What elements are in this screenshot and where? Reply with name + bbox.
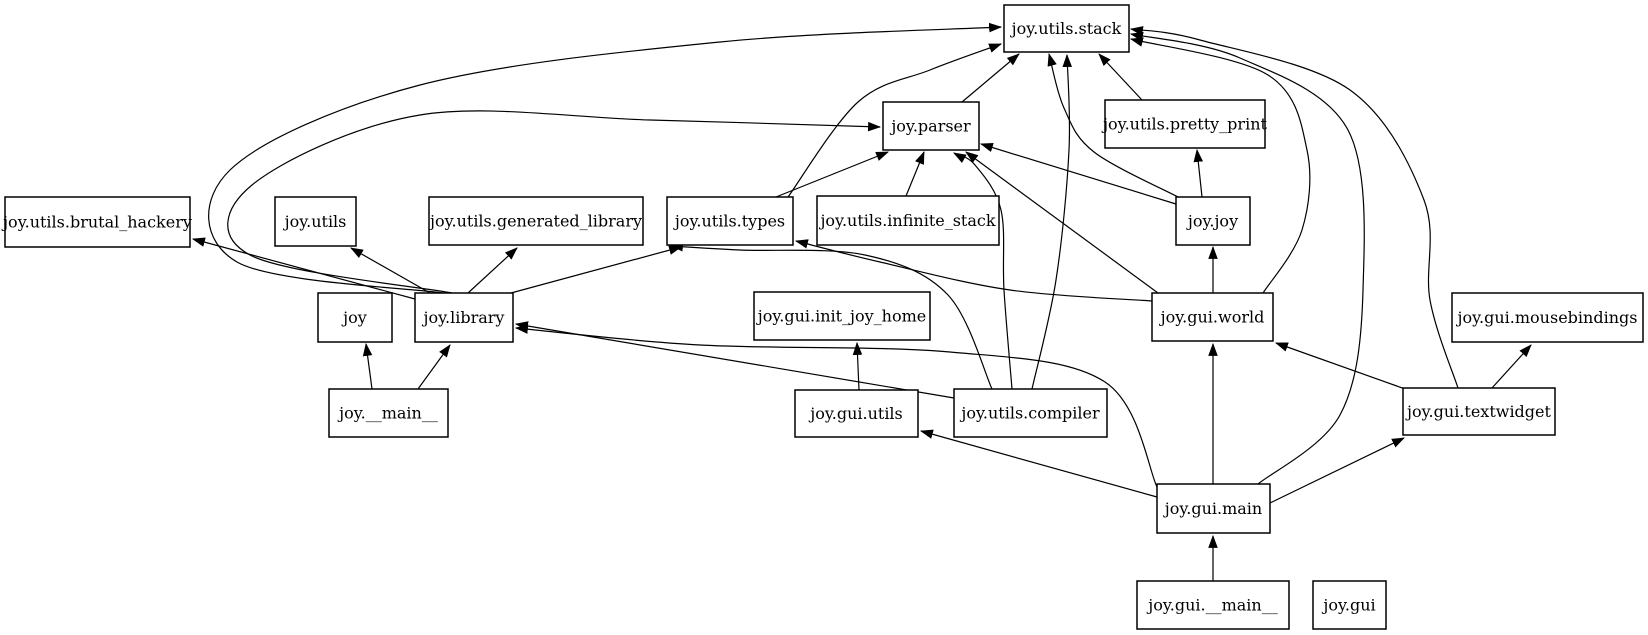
- edge-joy-library-to-joy-utils-brutal-hackery: [191, 237, 416, 300]
- node-box-joy: [317, 292, 393, 343]
- edge-joy-parser-to-joy-utils-stack: [961, 53, 1020, 103]
- edge-joy-library-to-joy-parser: [227, 110, 882, 294]
- node-box-joy-gui-world: [1151, 292, 1274, 342]
- node-joy-gui-main: joy.gui.main: [1156, 483, 1271, 534]
- node-joy-utils-infinite-stack: joy.utils.infinite_stack: [816, 195, 1000, 246]
- edge-joy-main-to-joy-library: [417, 344, 451, 390]
- node-label-joy-utils-infinite-stack: joy.utils.infinite_stack: [818, 211, 995, 230]
- node-label-joy-utils: joy.utils: [283, 212, 347, 231]
- node-box-joy-utils-infinite-stack: [816, 195, 1000, 246]
- edge-joy-utils-compiler-to-joy-library: [514, 321, 955, 399]
- node-box-joy-library: [414, 292, 514, 343]
- edge-joy-utils-compiler-to-joy-utils-types: [669, 241, 993, 390]
- edge-joy-joy-to-joy-utils-pretty-print: [1193, 148, 1204, 198]
- edge-joy-gui-textwidget-to-joy-gui-world: [1274, 342, 1409, 391]
- edge-joy-library-to-joy-utils-types: [510, 245, 683, 294]
- node-joy-library: joy.library: [414, 292, 514, 343]
- node-label-joy-gui-textwidget: joy.gui.textwidget: [1405, 402, 1551, 421]
- node-label-joy-gui-main: joy.gui.__main__: [1146, 596, 1277, 615]
- edge-joy-main-to-joy: [362, 342, 373, 390]
- node-label-joy-gui-utils: joy.gui.utils: [808, 404, 903, 423]
- edge-joy-utils-types-to-joy-parser: [775, 151, 890, 198]
- edge-joy-utils-types-to-joy-utils-stack: [787, 43, 1003, 198]
- node-box-joy-gui-mousebindings: [1451, 292, 1644, 343]
- edge-joy-gui-main-to-joy-library: [514, 324, 1158, 488]
- edge-joy-joy-to-joy-utils-stack: [1047, 52, 1179, 198]
- node-box-joy-joy: [1175, 196, 1251, 246]
- node-box-joy-utils-types: [666, 196, 794, 246]
- edge-joy-gui-main-to-joy-gui-utils: [919, 429, 1158, 498]
- node-label-joy-utils-brutal-hackery: joy.utils.brutal_hackery: [1, 213, 192, 232]
- edge-joy-library-to-joy-utils: [350, 247, 431, 294]
- edge-joy-gui-world-to-joy-utils-stack: [1129, 37, 1311, 294]
- edge-joy-gui-world-to-joy-parser: [965, 151, 1159, 294]
- node-box-joy-parser: [882, 101, 980, 151]
- edge-joy-gui-textwidget-to-joy-gui-mousebindings: [1491, 344, 1532, 389]
- node-label-joy-joy: joy.joy: [1186, 212, 1238, 231]
- node-box-joy-gui-main: [1156, 483, 1271, 534]
- node-box-joy-gui-main: [1136, 580, 1290, 630]
- node-box-joy-utils-stack: [1003, 4, 1130, 53]
- edge-joy-utils-infinite-stack-to-joy-parser: [905, 150, 925, 197]
- node-joy-utils-pretty-print: joy.utils.pretty_print: [1101, 99, 1268, 149]
- node-label-joy-utils-generated-library: joy.utils.generated_library: [428, 212, 642, 231]
- node-joy-gui-mousebindings: joy.gui.mousebindings: [1451, 292, 1644, 343]
- edge-joy-gui-textwidget-to-joy-utils-stack: [1129, 26, 1459, 389]
- node-joy-gui-world: joy.gui.world: [1151, 292, 1274, 342]
- node-box-joy-utils-generated-library: [428, 196, 644, 246]
- edge-joy-library-to-joy-utils-stack: [208, 22, 1003, 294]
- node-box-joy-main: [328, 388, 449, 438]
- node-joy-utils-types: joy.utils.types: [666, 196, 794, 246]
- node-joy-joy: joy.joy: [1175, 196, 1251, 246]
- node-label-joy-gui-world: joy.gui.world: [1159, 308, 1265, 327]
- edge-joy-gui-utils-to-joy-gui-init-joy-home: [852, 341, 863, 391]
- node-label-joy-gui-mousebindings: joy.gui.mousebindings: [1456, 308, 1638, 327]
- node-joy-utils-stack: joy.utils.stack: [1003, 4, 1130, 53]
- node-label-joy-main: joy.__main__: [337, 404, 438, 423]
- node-box-joy-utils: [274, 196, 357, 247]
- node-box-joy-utils-compiler: [953, 388, 1108, 438]
- edge-joy-gui-main-to-joy-gui-textwidget: [1269, 437, 1405, 504]
- node-box-joy-gui-init-joy-home: [753, 291, 931, 341]
- node-joy: joy: [317, 292, 393, 343]
- node-label-joy-utils-types: joy.utils.types: [673, 212, 785, 231]
- node-joy-utils-compiler: joy.utils.compiler: [953, 388, 1108, 438]
- node-joy-main: joy.__main__: [328, 388, 449, 438]
- node-label-joy-utils-compiler: joy.utils.compiler: [959, 404, 1100, 423]
- node-label-joy-utils-stack: joy.utils.stack: [1010, 19, 1122, 38]
- node-joy-gui: joy.gui: [1312, 580, 1387, 630]
- node-label-joy-utils-pretty-print: joy.utils.pretty_print: [1101, 115, 1267, 134]
- node-joy-utils: joy.utils: [274, 196, 357, 247]
- node-box-joy-utils-brutal-hackery: [4, 196, 191, 248]
- edge-joy-utils-compiler-to-joy-utils-stack: [1031, 53, 1073, 390]
- edge-joy-library-to-joy-utils-generated-library: [467, 247, 518, 294]
- node-box-joy-gui: [1312, 580, 1387, 630]
- node-joy-gui-textwidget: joy.gui.textwidget: [1402, 387, 1556, 436]
- edge-joy-joy-to-joy-parser: [979, 142, 1177, 205]
- node-joy-gui-utils: joy.gui.utils: [794, 389, 919, 438]
- node-label-joy-gui-main: joy.gui.main: [1163, 499, 1262, 518]
- node-box-joy-utils-pretty-print: [1104, 99, 1266, 149]
- node-label-joy-library: joy.library: [422, 308, 505, 327]
- edge-joy-gui-main-to-joy-utils-stack: [1129, 31, 1365, 485]
- nodes-layer: joy.utils.stack joy.parser joy.utils.prett…: [1, 4, 1644, 630]
- node-label-joy-gui: joy.gui: [1321, 596, 1375, 615]
- edges-layer: [191, 22, 1532, 581]
- node-joy-utils-generated-library: joy.utils.generated_library: [428, 196, 644, 246]
- node-joy-utils-brutal-hackery: joy.utils.brutal_hackery: [1, 196, 192, 248]
- node-joy-gui-main: joy.gui.__main__: [1136, 580, 1290, 630]
- node-box-joy-gui-utils: [794, 389, 919, 438]
- node-label-joy: joy: [341, 308, 367, 327]
- node-label-joy-parser: joy.parser: [889, 117, 971, 136]
- node-box-joy-gui-textwidget: [1402, 387, 1556, 436]
- node-joy-gui-init-joy-home: joy.gui.init_joy_home: [753, 291, 931, 341]
- node-joy-parser: joy.parser: [882, 101, 980, 151]
- edge-joy-utils-pretty-print-to-joy-utils-stack: [1098, 53, 1143, 101]
- edge-joy-utils-compiler-to-joy-parser: [953, 152, 1013, 390]
- node-label-joy-gui-init-joy-home: joy.gui.init_joy_home: [756, 307, 927, 326]
